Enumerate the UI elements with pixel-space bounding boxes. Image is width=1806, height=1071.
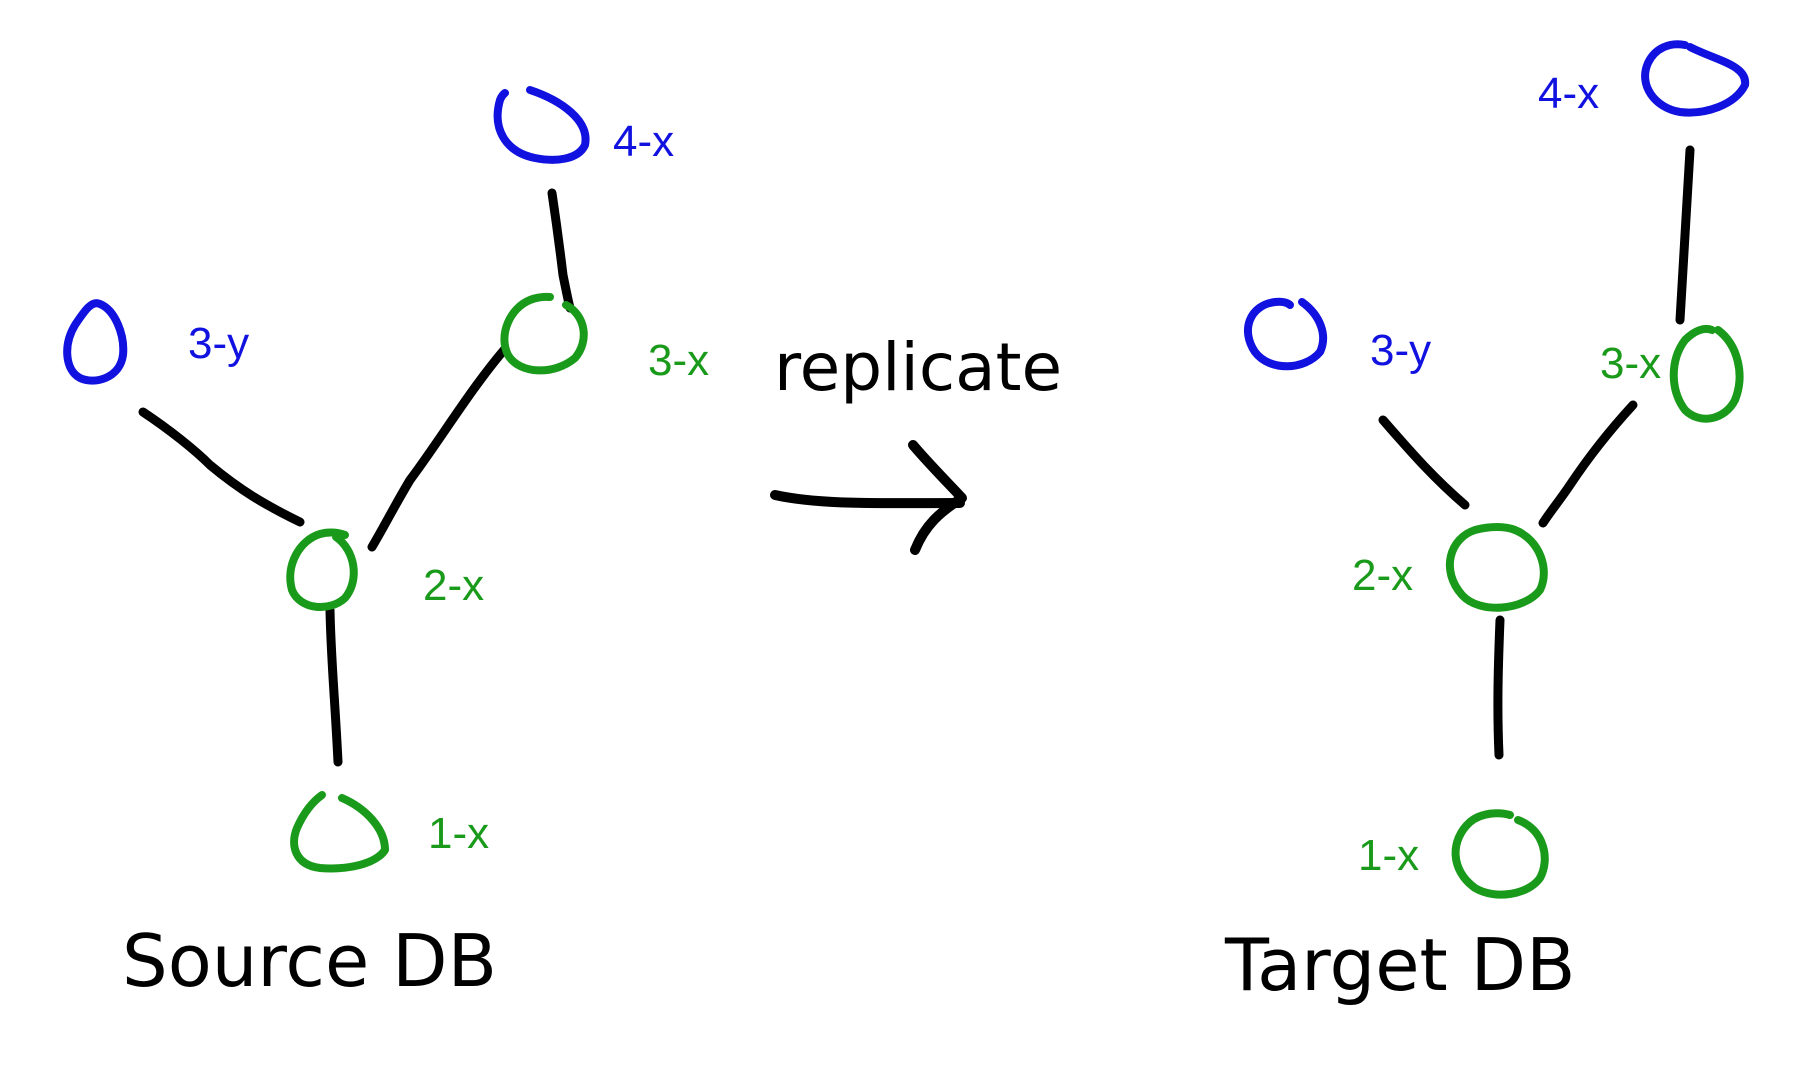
target-label-4x: 4-x [1538,69,1599,118]
source-db-graph: 4-x 3-y 3-x 2-x 1-x Source DB [63,86,709,1003]
source-edge-4x-3x [547,188,575,313]
target-label-2x: 2-x [1352,551,1413,600]
source-label-3y: 3-y [188,319,249,368]
target-node-4x [1641,40,1750,117]
source-db-title: Source DB [122,919,497,1003]
source-node-4x [493,86,590,164]
source-edge-3x-2x [367,345,509,552]
target-db-title: Target DB [1224,923,1575,1007]
source-label-2x: 2-x [423,561,484,610]
replicate-arrow: replicate [770,329,1062,555]
target-label-1x: 1-x [1358,831,1419,880]
source-node-3x [500,292,588,375]
target-db-graph: 4-x 3-y 3-x 2-x 1-x Target DB [1224,40,1750,1007]
target-label-3x: 3-x [1600,339,1661,388]
target-node-2x [1445,523,1548,612]
arrow-head [908,440,967,555]
replicate-label: replicate [774,329,1062,406]
source-label-3x: 3-x [648,336,709,385]
target-edge-2x-1x [1493,615,1505,760]
source-edge-2x-1x [325,605,343,767]
source-edge-3y-2x [138,407,305,527]
target-node-3x [1669,324,1744,423]
arrow-shaft [770,490,965,509]
target-node-3y [1243,297,1328,371]
target-edge-3x-2x [1538,400,1638,528]
source-node-1x [290,791,389,873]
target-node-1x [1451,809,1549,899]
target-label-3y: 3-y [1370,326,1431,375]
source-label-1x: 1-x [428,809,489,858]
source-node-3y [63,299,128,385]
target-edge-3y-2x [1378,415,1470,510]
source-node-2x [286,528,358,612]
target-edge-4x-3x [1675,145,1695,325]
source-label-4x: 4-x [613,117,674,166]
